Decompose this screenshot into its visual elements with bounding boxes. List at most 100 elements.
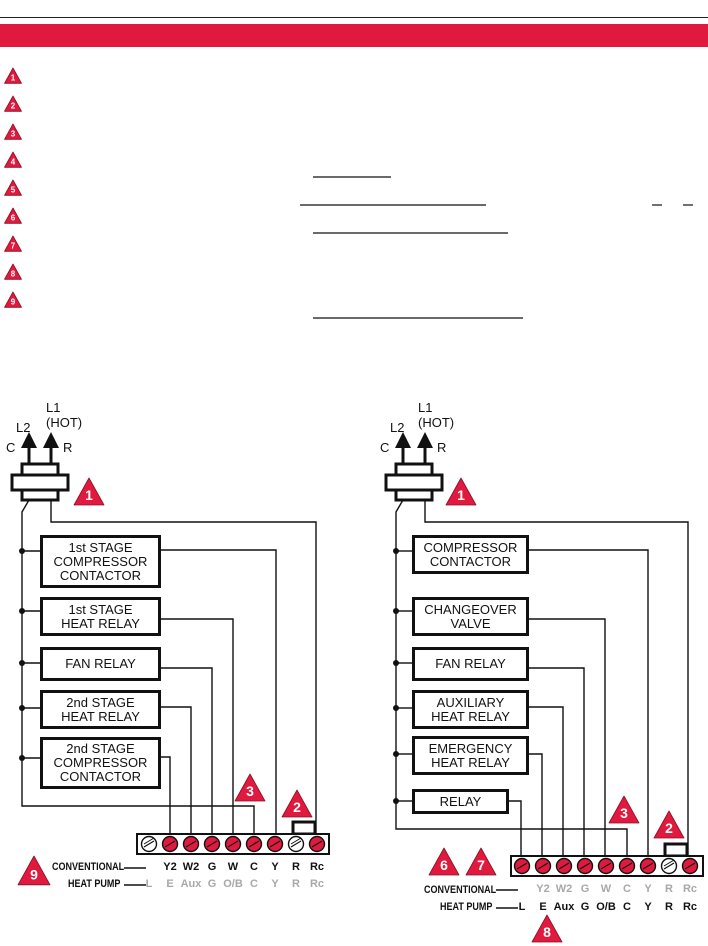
callout-list-item-1: 1	[4, 67, 22, 84]
right-heat-pump-terminal-g: G	[580, 901, 590, 913]
right-heat-pump-terminal-e: E	[539, 901, 547, 913]
right-conventional-terminal-rc: Rc	[682, 883, 698, 895]
right-jumper	[663, 842, 689, 858]
right-callout-jumper-number: 2	[665, 820, 673, 836]
left-conventional-terminal-r: R	[292, 861, 300, 873]
left-heat-pump-terminal-rc: Rc	[309, 878, 325, 890]
right-wire-y	[529, 549, 649, 856]
right-wire-g	[529, 667, 585, 856]
left-wire-w2	[161, 706, 192, 834]
callout-list-item-2: 2	[4, 95, 22, 112]
right-transformer-secondary	[394, 488, 434, 502]
right-callout-conventional-a: 6	[428, 847, 460, 876]
left-callout-jumper: 2	[281, 789, 313, 818]
right-wire-e	[529, 753, 543, 856]
left-conventional-terminal-c: C	[250, 861, 258, 873]
right-junction-dots	[393, 548, 399, 804]
callout-list-item-9-number: 9	[11, 298, 16, 307]
left-callout-jumper-number: 2	[293, 799, 301, 815]
left-box-1st-stage-compressor-contactor: 1st STAGE COMPRESSOR CONTACTOR	[40, 535, 161, 588]
top-rule	[0, 17, 708, 18]
right-conventional-terminal-y: Y	[644, 883, 652, 895]
right-row-heat-pump-label: HEAT PUMP	[440, 901, 493, 913]
right-box-taps	[396, 550, 412, 802]
left-box-label: 1st STAGE HEAT RELAY	[61, 601, 140, 631]
right-heat-pump-terminal-y: Y	[644, 901, 652, 913]
left-callout-common-number: 3	[246, 783, 254, 799]
left-box-2nd-stage-heat-relay: 2nd STAGE HEAT RELAY	[40, 690, 161, 729]
right-callout-transformer-number: 1	[457, 487, 465, 503]
left-callout-terminal-row-number: 9	[30, 867, 38, 883]
right-conventional-terminal-g: G	[580, 883, 590, 895]
right-conventional-terminal-c: C	[623, 883, 631, 895]
right-screw-slot	[642, 862, 654, 870]
title-bar	[0, 24, 708, 47]
left-c-label: C	[6, 440, 16, 455]
left-row-conventional-label: CONVENTIONAL	[52, 861, 125, 873]
left-screw-slot	[248, 840, 260, 848]
right-callout-heat-pump-number: 8	[543, 924, 551, 940]
right-screw-slot	[600, 862, 612, 870]
left-l2-arrow-head	[21, 432, 37, 448]
left-screw-slot	[269, 840, 281, 848]
left-heat-pump-terminal-c: C	[250, 878, 258, 890]
right-screw-slot	[579, 862, 591, 870]
callout-list-item-6: 6	[4, 207, 22, 224]
right-callout-conventional-b-number: 7	[477, 857, 485, 873]
left-screw-slot	[227, 840, 239, 848]
right-wire-l	[509, 800, 522, 856]
left-screw-slot	[143, 840, 155, 848]
left-callout-transformer: 1	[73, 477, 105, 506]
right-box-label: RELAY	[439, 793, 482, 809]
callout-list-item-2-number: 2	[11, 102, 16, 111]
left-hot-label: (HOT)	[46, 415, 83, 430]
callout-list-item-9: 9	[4, 291, 22, 308]
right-screw-slot	[558, 862, 570, 870]
right-heat-pump-terminal-c: C	[623, 901, 631, 913]
right-screw-slot	[537, 862, 549, 870]
callout-list-item-5-number: 5	[11, 186, 16, 195]
left-heat-pump-terminal-l: L	[145, 878, 153, 890]
callout-list-item-6-number: 6	[11, 214, 16, 223]
left-r-label: R	[63, 440, 73, 455]
right-callout-common: 3	[608, 795, 640, 824]
right-screw-slot	[621, 862, 633, 870]
left-screw-slot	[206, 840, 218, 848]
left-l2-label: L2	[16, 420, 31, 435]
right-callout-jumper: 2	[653, 810, 685, 839]
right-conventional-terminal-y2: Y2	[536, 883, 550, 895]
right-transformer-primary	[394, 462, 434, 477]
left-box-label: FAN RELAY	[65, 656, 136, 671]
left-heat-pump-terminal-e: E	[166, 878, 174, 890]
left-junction-dots	[19, 548, 25, 761]
left-box-fan-relay: FAN RELAY	[40, 647, 161, 681]
right-common-bus	[395, 499, 628, 856]
right-wire-aux	[529, 706, 564, 856]
left-heat-pump-terminal-g: G	[207, 878, 217, 890]
left-heat-pump-terminal-y: Y	[271, 878, 279, 890]
right-box-fan-relay: FAN RELAY	[412, 647, 529, 681]
right-heat-pump-terminal-l: L	[518, 901, 526, 913]
right-box-compressor-contactor: COMPRESSOR CONTACTOR	[412, 535, 529, 574]
right-c-label: C	[380, 440, 390, 455]
left-conventional-terminal-w2: W2	[182, 861, 200, 873]
right-callout-common-number: 3	[620, 805, 628, 821]
callout-list-item-8-number: 8	[11, 270, 16, 279]
right-heat-pump-terminal-ob: O/B	[596, 901, 616, 913]
left-l1-arrow-head	[43, 432, 59, 448]
right-box-label: COMPRESSOR CONTACTOR	[423, 539, 518, 569]
left-transformer-body	[10, 473, 70, 492]
left-screw-slot	[311, 840, 323, 848]
right-box-label: FAN RELAY	[435, 656, 506, 671]
right-transformer-body	[384, 473, 444, 492]
left-box-1st-stage-heat-relay: 1st STAGE HEAT RELAY	[40, 597, 161, 636]
callout-list-item-4: 4	[4, 151, 22, 168]
right-r-label: R	[437, 440, 447, 455]
left-conventional-terminal-y: Y	[271, 861, 279, 873]
right-wire-ob	[529, 618, 606, 856]
left-box-label: 1st STAGE COMPRESSOR CONTACTOR	[53, 539, 148, 583]
callout-list-item-4-number: 4	[11, 158, 16, 167]
right-heat-pump-terminal-r: R	[665, 901, 673, 913]
left-transformer-secondary	[20, 488, 60, 502]
left-heat-pump-terminal-r: R	[292, 878, 300, 890]
